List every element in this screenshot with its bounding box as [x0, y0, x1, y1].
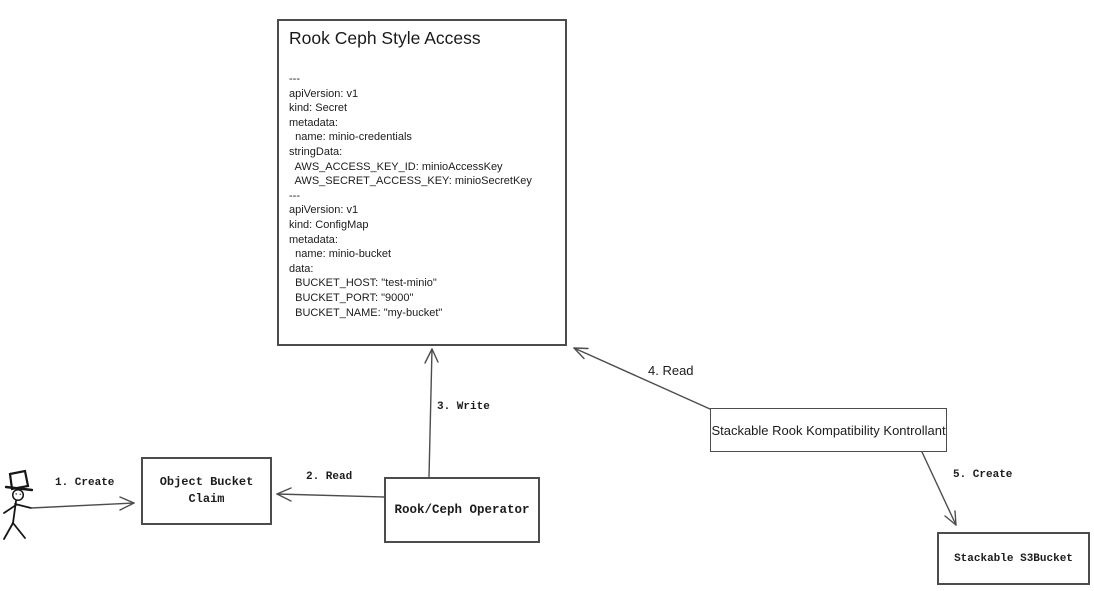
arrow-2-read — [276, 487, 385, 502]
edge-label-5-create: 5. Create — [953, 469, 1013, 481]
edge-label-3-write: 3. Write — [437, 401, 490, 413]
arrow-1-create — [30, 496, 135, 511]
node-rook-ceph-operator: Rook/Ceph Operator — [384, 477, 540, 543]
edge-label-2-read: 2. Read — [306, 471, 353, 483]
node-stackable-s3bucket: Stackable S3Bucket — [937, 532, 1090, 585]
edge-label-1-create: 1. Create — [55, 477, 115, 489]
edge-label-4-read: 4. Read — [648, 363, 694, 378]
node-title: Rook Ceph Style Access — [289, 28, 481, 48]
arrow-5-create — [921, 451, 957, 526]
node-object-bucket-claim: Object Bucket Claim — [141, 457, 272, 525]
node-rook-ceph-style-access: Rook Ceph Style Access --- apiVersion: v… — [277, 19, 567, 346]
user-stick-figure-icon — [3, 469, 34, 540]
node-stackable-kontrollant: Stackable Rook Kompatibility Kontrollant — [710, 408, 947, 452]
arrow-4-read — [573, 347, 711, 410]
yaml-manifest: --- apiVersion: v1 kind: Secret metadata… — [289, 73, 532, 319]
arrow-3-write — [424, 348, 439, 478]
